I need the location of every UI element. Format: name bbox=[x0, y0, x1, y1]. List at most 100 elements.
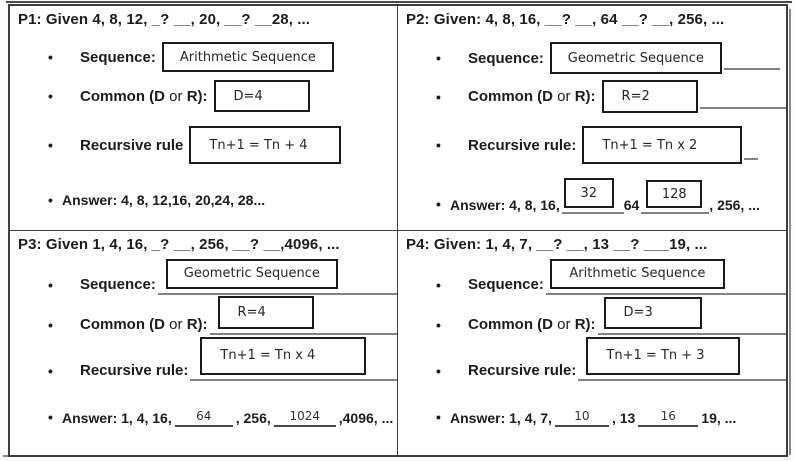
blank-line: Tn+1 = Tn + 3 bbox=[578, 335, 786, 381]
bullet-icon: • bbox=[436, 362, 441, 379]
answer-blank: 128 bbox=[641, 178, 710, 214]
common-answer-box: R=2 bbox=[601, 80, 698, 113]
bullet-icon: • bbox=[436, 196, 441, 212]
blank-line bbox=[744, 158, 759, 160]
bullet-icon: • bbox=[48, 137, 53, 153]
worksheet-table: P1: Given 4, 8, 12, _? __, 20, __? __28,… bbox=[8, 4, 788, 457]
bullet-icon: • bbox=[436, 408, 441, 425]
common-label-pre: Common ( bbox=[468, 315, 543, 333]
common-label-r: R bbox=[186, 87, 198, 105]
sequence-label: Sequence: bbox=[80, 48, 156, 66]
recursive-label: Recursive rule bbox=[80, 136, 184, 154]
recursive-label: Recursive rule: bbox=[468, 136, 577, 154]
answer-text-pre: Answer: 4, 8, 16, bbox=[450, 197, 560, 213]
bullet-icon: • bbox=[436, 50, 441, 66]
recursive-answer-box: Tn+1 = Tn x 4 bbox=[200, 336, 367, 375]
common-row: • Common (D or R): R=2 bbox=[436, 80, 786, 113]
bullet-icon: • bbox=[48, 362, 53, 379]
common-label: Common (D or R): bbox=[80, 88, 208, 105]
bullet-icon: • bbox=[48, 49, 53, 65]
blank-line: D=3 bbox=[597, 293, 786, 335]
sequence-label: Sequence: bbox=[468, 275, 544, 293]
scan-artifact-right-shadow bbox=[789, 9, 791, 455]
recursive-answer-box: Tn+1 = Tn x 2 bbox=[582, 126, 743, 164]
common-label-pre: Common ( bbox=[80, 87, 155, 105]
answer-row: • Answer: 1, 4, 7, 10 , 13 16 19, ... bbox=[436, 403, 782, 427]
common-label-pre: Common ( bbox=[468, 88, 543, 105]
panel-p2: P2: Given: 4, 8, 16, __? __, 64 __? __, … bbox=[398, 6, 786, 231]
bullet-icon: • bbox=[48, 88, 53, 104]
common-label: Common (D or R): bbox=[468, 88, 596, 105]
recursive-label: Recursive rule: bbox=[468, 361, 577, 379]
common-label-pre: Common ( bbox=[80, 315, 155, 333]
common-label-post: ): bbox=[585, 88, 596, 105]
panel-p3: P3: Given 1, 4, 16, _? __, 256, __? __,4… bbox=[10, 230, 398, 455]
answer-text-pre: Answer: 1, 4, 7, bbox=[450, 409, 552, 426]
answer-blank: 16 bbox=[638, 403, 699, 427]
answer-row: • Answer: 4, 8, 12,16, 20,24, 28... bbox=[48, 192, 393, 208]
problem-title: P1: Given 4, 8, 12, _? __, 20, __? __28,… bbox=[18, 11, 311, 28]
common-label-post: ): bbox=[585, 315, 596, 333]
common-answer-box: R=4 bbox=[217, 295, 314, 329]
common-label-or: or bbox=[165, 315, 187, 333]
problem-title: P3: Given 1, 4, 16, _? __, 256, __? __,4… bbox=[18, 235, 340, 253]
recursive-label: Recursive rule: bbox=[80, 361, 189, 379]
sequence-row: • Sequence: Geometric Sequence bbox=[48, 255, 397, 295]
bullet-icon: • bbox=[436, 88, 441, 105]
blank-line bbox=[723, 68, 780, 70]
answer-row: • Answer: 4, 8, 16, 32 64 128 , 256, ... bbox=[436, 176, 782, 214]
answer-blank: 1024 bbox=[273, 403, 336, 427]
blank-line: Tn+1 = Tn x 4 bbox=[190, 335, 397, 381]
answer-blank: 64 bbox=[174, 403, 233, 427]
bullet-icon: • bbox=[48, 276, 53, 293]
recursive-answer-box: Tn+1 = Tn + 4 bbox=[189, 126, 342, 164]
answer-text-mid: , 13 bbox=[611, 409, 636, 426]
blank-line: Arithmetic Sequence bbox=[545, 255, 786, 295]
common-label-or: or bbox=[165, 87, 187, 105]
blank-line: Geometric Sequence bbox=[157, 255, 397, 295]
sequence-row: • Sequence: Arithmetic Sequence bbox=[436, 255, 786, 295]
common-label: Common (D or R): bbox=[468, 316, 596, 335]
bullet-icon: • bbox=[436, 276, 441, 293]
answer-value-2: 16 bbox=[660, 408, 676, 423]
sequence-answer-box: Geometric Sequence bbox=[549, 42, 722, 74]
bullet-icon: • bbox=[48, 192, 53, 208]
common-label-post: ): bbox=[197, 87, 208, 105]
recursive-answer-box: Tn+1 = Tn + 3 bbox=[586, 336, 741, 375]
answer-text-pre: Answer: 1, 4, 16, bbox=[62, 409, 172, 426]
answer-text: Answer: 4, 8, 12,16, 20,24, 28... bbox=[62, 192, 266, 208]
sequence-row: • Sequence: Geometric Sequence bbox=[436, 42, 782, 74]
panel-p1: P1: Given 4, 8, 12, _? __, 20, __? __28,… bbox=[10, 6, 398, 231]
answer-text-post: ,4096, ... bbox=[338, 409, 394, 426]
sequence-label: Sequence: bbox=[80, 275, 156, 293]
answer-row: • Answer: 1, 4, 16, 64 , 256, 1024 ,4096… bbox=[48, 403, 393, 427]
panel-p4: P4: Given: 1, 4, 7, __? __, 13 __? ___19… bbox=[398, 230, 786, 455]
common-label-d: D bbox=[154, 315, 166, 333]
bullet-icon: • bbox=[436, 137, 441, 153]
common-row: • Common (D or R): R=4 bbox=[48, 293, 397, 335]
answer-text-mid: 64 bbox=[623, 197, 640, 213]
sequence-answer-box: Geometric Sequence bbox=[165, 258, 338, 289]
answer-blank: 10 bbox=[554, 403, 609, 427]
bullet-icon: • bbox=[48, 316, 53, 333]
problem-title: P4: Given: 1, 4, 7, __? __, 13 __? ___19… bbox=[406, 235, 708, 253]
common-label-or: or bbox=[553, 315, 575, 333]
common-row: • Common (D or R): D=4 bbox=[48, 80, 393, 112]
answer-text-post: 19, ... bbox=[701, 409, 737, 426]
common-label-d: D bbox=[542, 315, 554, 333]
bullet-icon: • bbox=[48, 408, 53, 425]
common-label-r: R bbox=[574, 88, 586, 105]
problem-title: P2: Given: 4, 8, 16, __? __, 64 __? __, … bbox=[406, 11, 725, 28]
sequence-row: • Sequence: Arithmetic Sequence bbox=[48, 42, 393, 72]
recursive-row: • Recursive rule Tn+1 = Tn + 4 bbox=[48, 126, 393, 164]
answer-value-2: 1024 bbox=[289, 408, 321, 423]
sequence-answer-box: Arithmetic Sequence bbox=[161, 42, 334, 72]
recursive-row: • Recursive rule: Tn+1 = Tn x 4 bbox=[48, 335, 397, 381]
answer-blank: 32 bbox=[561, 176, 624, 214]
answer-value-1: 10 bbox=[574, 408, 590, 423]
recursive-row: • Recursive rule: Tn+1 = Tn + 3 bbox=[436, 335, 786, 381]
scan-artifact-top-line bbox=[6, 1, 792, 3]
bullet-icon: • bbox=[436, 316, 441, 333]
blank-line: R=4 bbox=[209, 293, 397, 335]
common-label-r: R bbox=[186, 315, 198, 333]
